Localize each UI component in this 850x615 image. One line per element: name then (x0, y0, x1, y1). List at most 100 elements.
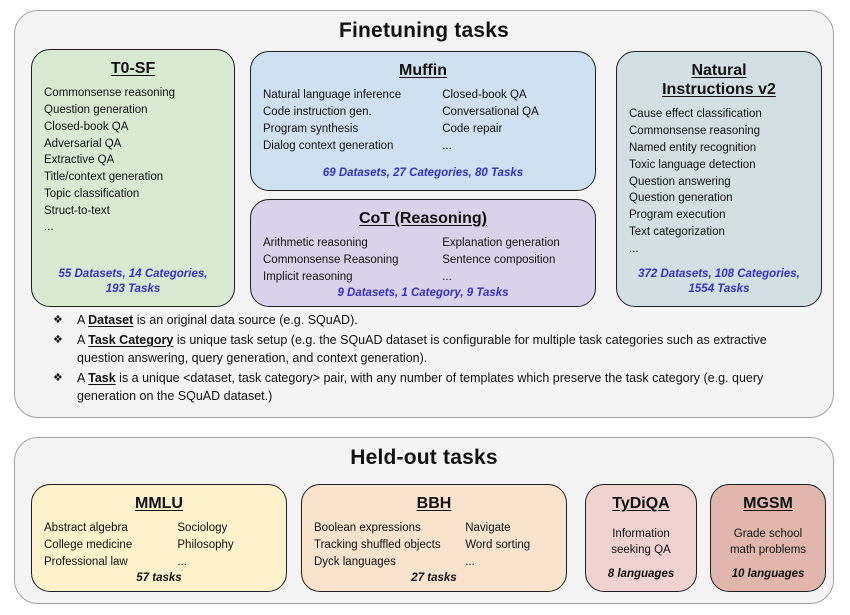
definitions-notes: ❖ A Dataset is an original data source (… (47, 311, 819, 407)
mmlu-stats: 57 tasks (136, 571, 182, 584)
mgsm-box-title: MGSM (743, 495, 793, 512)
list-item: Toxic language detection (629, 158, 756, 171)
tydiqa-description: Information seeking QA (611, 528, 671, 557)
mmlu-box-title: MMLU (135, 495, 183, 512)
list-item: ... (442, 139, 452, 152)
list-item: Code repair (442, 122, 503, 135)
list-item: Boolean expressions (314, 522, 421, 535)
list-item: Conversational QA (442, 105, 539, 118)
list-item: Sociology (177, 522, 228, 535)
list-item: Arithmetic reasoning (263, 237, 368, 250)
note-term: Dataset (88, 313, 134, 327)
diamond-bullet-icon: ❖ (53, 314, 63, 326)
note-text: A Task Category is unique task setup (e.… (77, 333, 767, 365)
list-item: Abstract algebra (44, 522, 128, 535)
list-item: Natural language inference (263, 89, 402, 102)
list-item: Commonsense Reasoning (263, 253, 399, 266)
list-item: ... (44, 221, 54, 234)
note-task: ❖ A Task is a unique <dataset, task cate… (47, 369, 819, 405)
note-task-category: ❖ A Task Category is unique task setup (… (47, 331, 819, 367)
niv2-stats: 372 Datasets, 108 Categories, 1554 Tasks (638, 268, 800, 296)
list-item: Adversarial QA (44, 137, 122, 150)
mgsm-description: Grade school math problems (729, 528, 807, 557)
t0sf-stats: 55 Datasets, 14 Categories, 193 Tasks (58, 268, 208, 296)
list-item: Philosophy (177, 538, 234, 551)
note-dataset: ❖ A Dataset is an original data source (… (47, 311, 819, 329)
niv2-box-title: Natural Instructions v2 (662, 62, 776, 99)
muffin-task-list-right: Closed-book QA Conversational QA Code repa… (442, 87, 583, 154)
cot-box-title: CoT (Reasoning) (359, 210, 487, 227)
bbh-box-title: BBH (416, 495, 452, 512)
list-item: Closed-book QA (44, 120, 129, 133)
list-item: ... (629, 242, 639, 255)
list-item: Struct-to-text (44, 204, 110, 217)
list-item: Explanation generation (442, 237, 560, 250)
list-item: Sentence composition (442, 253, 556, 266)
mgsm-stats: 10 languages (731, 568, 805, 581)
t0sf-box-title: T0-SF (110, 60, 156, 77)
list-item: Commonsense reasoning (44, 87, 176, 100)
finetuning-panel: Finetuning tasks T0-SF Commonsense reaso… (14, 10, 834, 418)
note-text: A Dataset is an original data source (e.… (77, 313, 358, 327)
finetuning-title: Finetuning tasks (338, 19, 510, 42)
list-item: Dyck languages (314, 555, 396, 568)
natural-instructions-v2-box: Natural Instructions v2 Cause effect cla… (616, 51, 822, 307)
list-item: Text categorization (629, 225, 725, 238)
list-item: Navigate (465, 522, 511, 535)
list-item: Word sorting (465, 538, 531, 551)
heldout-title: Held-out tasks (350, 446, 498, 469)
diamond-bullet-icon: ❖ (53, 334, 63, 346)
list-item: Topic classification (44, 187, 140, 200)
list-item: Tracking shuffled objects (314, 538, 441, 551)
list-item: Extractive QA (44, 154, 115, 167)
list-item: Closed-book QA (442, 89, 527, 102)
list-item: Dialog context generation (263, 139, 394, 152)
mgsm-box: MGSM Grade school math problems 10 langu… (710, 484, 826, 592)
list-item: Commonsense reasoning (629, 125, 761, 138)
list-item: ... (465, 555, 475, 568)
list-item: Title/context generation (44, 171, 164, 184)
list-item: Question answering (629, 175, 731, 188)
muffin-stats: 69 Datasets, 27 Categories, 80 Tasks (322, 167, 524, 180)
list-item: Code instruction gen. (263, 105, 372, 118)
list-item: Implicit reasoning (263, 270, 353, 283)
list-item: Cause effect classification (629, 108, 762, 121)
list-item: ... (442, 270, 452, 283)
list-item: Named entity recognition (629, 141, 757, 154)
bbh-stats: 27 tasks (411, 571, 457, 584)
cot-stats: 9 Datasets, 1 Category, 9 Tasks (337, 286, 509, 299)
list-item: Program execution (629, 209, 726, 222)
note-term: Task (88, 371, 116, 385)
note-text: A Task is a unique <dataset, task catego… (77, 371, 764, 403)
list-item: College medicine (44, 538, 133, 551)
list-item: Program synthesis (263, 122, 359, 135)
note-term: Task Category (88, 333, 174, 347)
tydiqa-box: TyDiQA Information seeking QA 8 language… (585, 484, 697, 592)
muffin-box-title: Muffin (399, 62, 447, 79)
list-item: ... (177, 555, 187, 568)
list-item: Professional law (44, 555, 128, 568)
list-item: Question generation (44, 103, 148, 116)
tydiqa-box-title: TyDiQA (612, 495, 670, 512)
tydiqa-stats: 8 languages (607, 568, 675, 581)
diamond-bullet-icon: ❖ (53, 372, 63, 384)
